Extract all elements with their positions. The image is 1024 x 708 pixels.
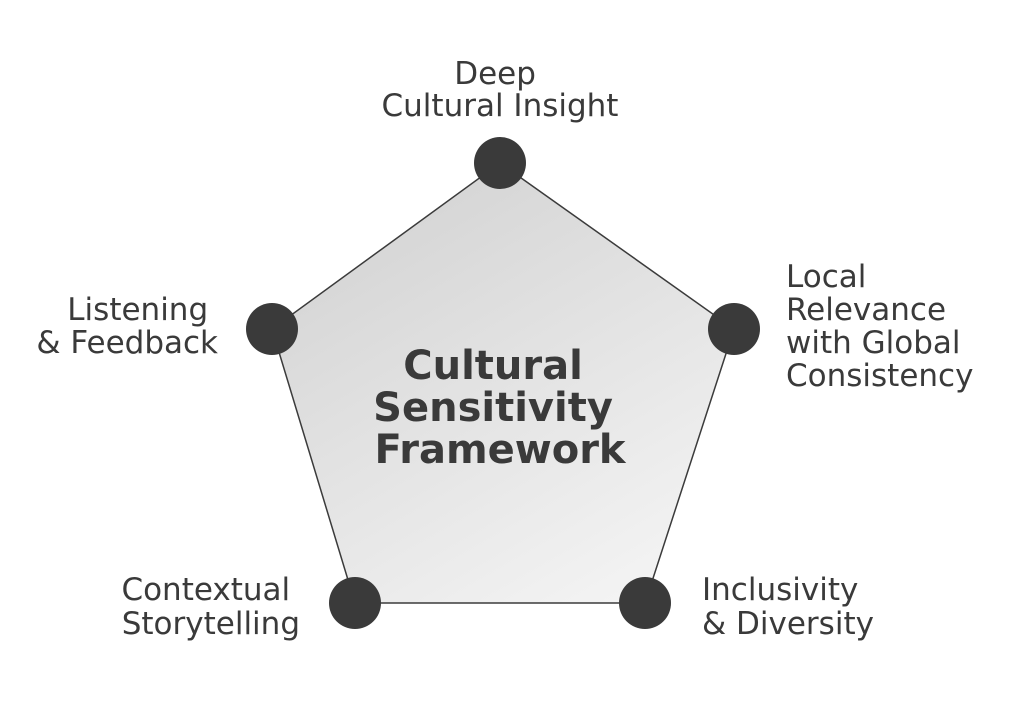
- label-line: Consistency: [786, 358, 973, 394]
- center-title-line: Sensitivity: [373, 385, 613, 431]
- center-title-line: Cultural: [403, 343, 583, 389]
- center-title-line: Framework: [374, 427, 626, 473]
- label-inclusivity-diversity: Inclusivity & Diversity: [702, 572, 874, 642]
- label-line: Local: [786, 259, 866, 295]
- label-line: & Diversity: [702, 606, 874, 642]
- node-listening-feedback: [246, 303, 298, 355]
- node-deep-cultural-insight: [474, 137, 526, 189]
- node-contextual-storytelling: [329, 577, 381, 629]
- label-line: Inclusivity: [702, 572, 858, 608]
- center-title: Cultural Sensitivity Framework: [373, 343, 627, 473]
- label-line: with Global: [786, 325, 961, 361]
- label-line: Deep: [454, 56, 536, 92]
- node-local-relevance: [708, 303, 760, 355]
- label-local-relevance: Local Relevance with Global Consistency: [786, 259, 973, 394]
- label-line: Storytelling: [122, 606, 300, 642]
- label-line: Relevance: [786, 292, 946, 328]
- node-inclusivity-diversity: [619, 577, 671, 629]
- label-line: Listening: [67, 292, 208, 328]
- label-deep-cultural-insight: Deep Cultural Insight: [382, 56, 619, 124]
- label-contextual-storytelling: Contextual Storytelling: [121, 572, 300, 642]
- label-line: Contextual: [121, 572, 290, 608]
- label-line: Cultural Insight: [382, 88, 619, 124]
- label-line: & Feedback: [36, 325, 218, 361]
- framework-pentagon: [271, 162, 735, 604]
- label-listening-feedback: Listening & Feedback: [36, 292, 218, 361]
